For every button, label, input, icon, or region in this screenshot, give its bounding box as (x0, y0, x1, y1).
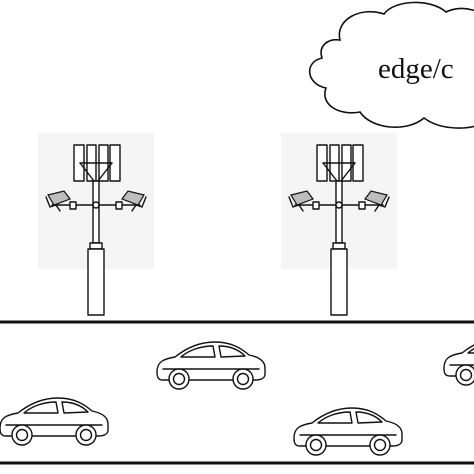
cloud-label: edge/c (378, 53, 454, 85)
tower-right (280, 132, 398, 316)
car-2 (443, 337, 474, 386)
car-3 (0, 397, 109, 446)
car-1 (156, 341, 266, 390)
tower-left (37, 132, 155, 316)
edge-cloud: edge/c (308, 1, 474, 129)
road (0, 320, 474, 465)
car-4 (293, 407, 403, 456)
